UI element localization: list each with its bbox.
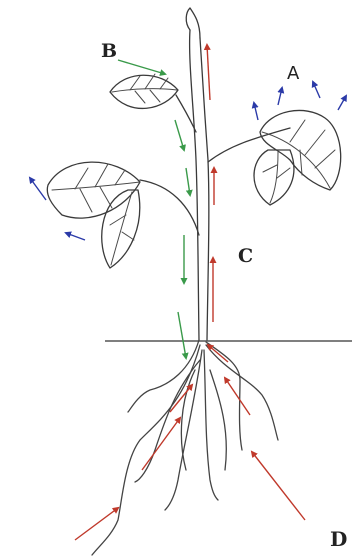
stem (186, 8, 209, 340)
leaf-right (208, 110, 341, 205)
leaf-upper-left (110, 74, 196, 132)
label-d: D (330, 527, 347, 551)
leaf-left (47, 162, 199, 268)
label-c: C (238, 245, 253, 267)
food-flow-arrows (118, 60, 190, 358)
vapour-arrows (30, 82, 346, 240)
label-a: A (287, 63, 300, 84)
roots (92, 340, 278, 555)
label-b: B (101, 40, 117, 62)
